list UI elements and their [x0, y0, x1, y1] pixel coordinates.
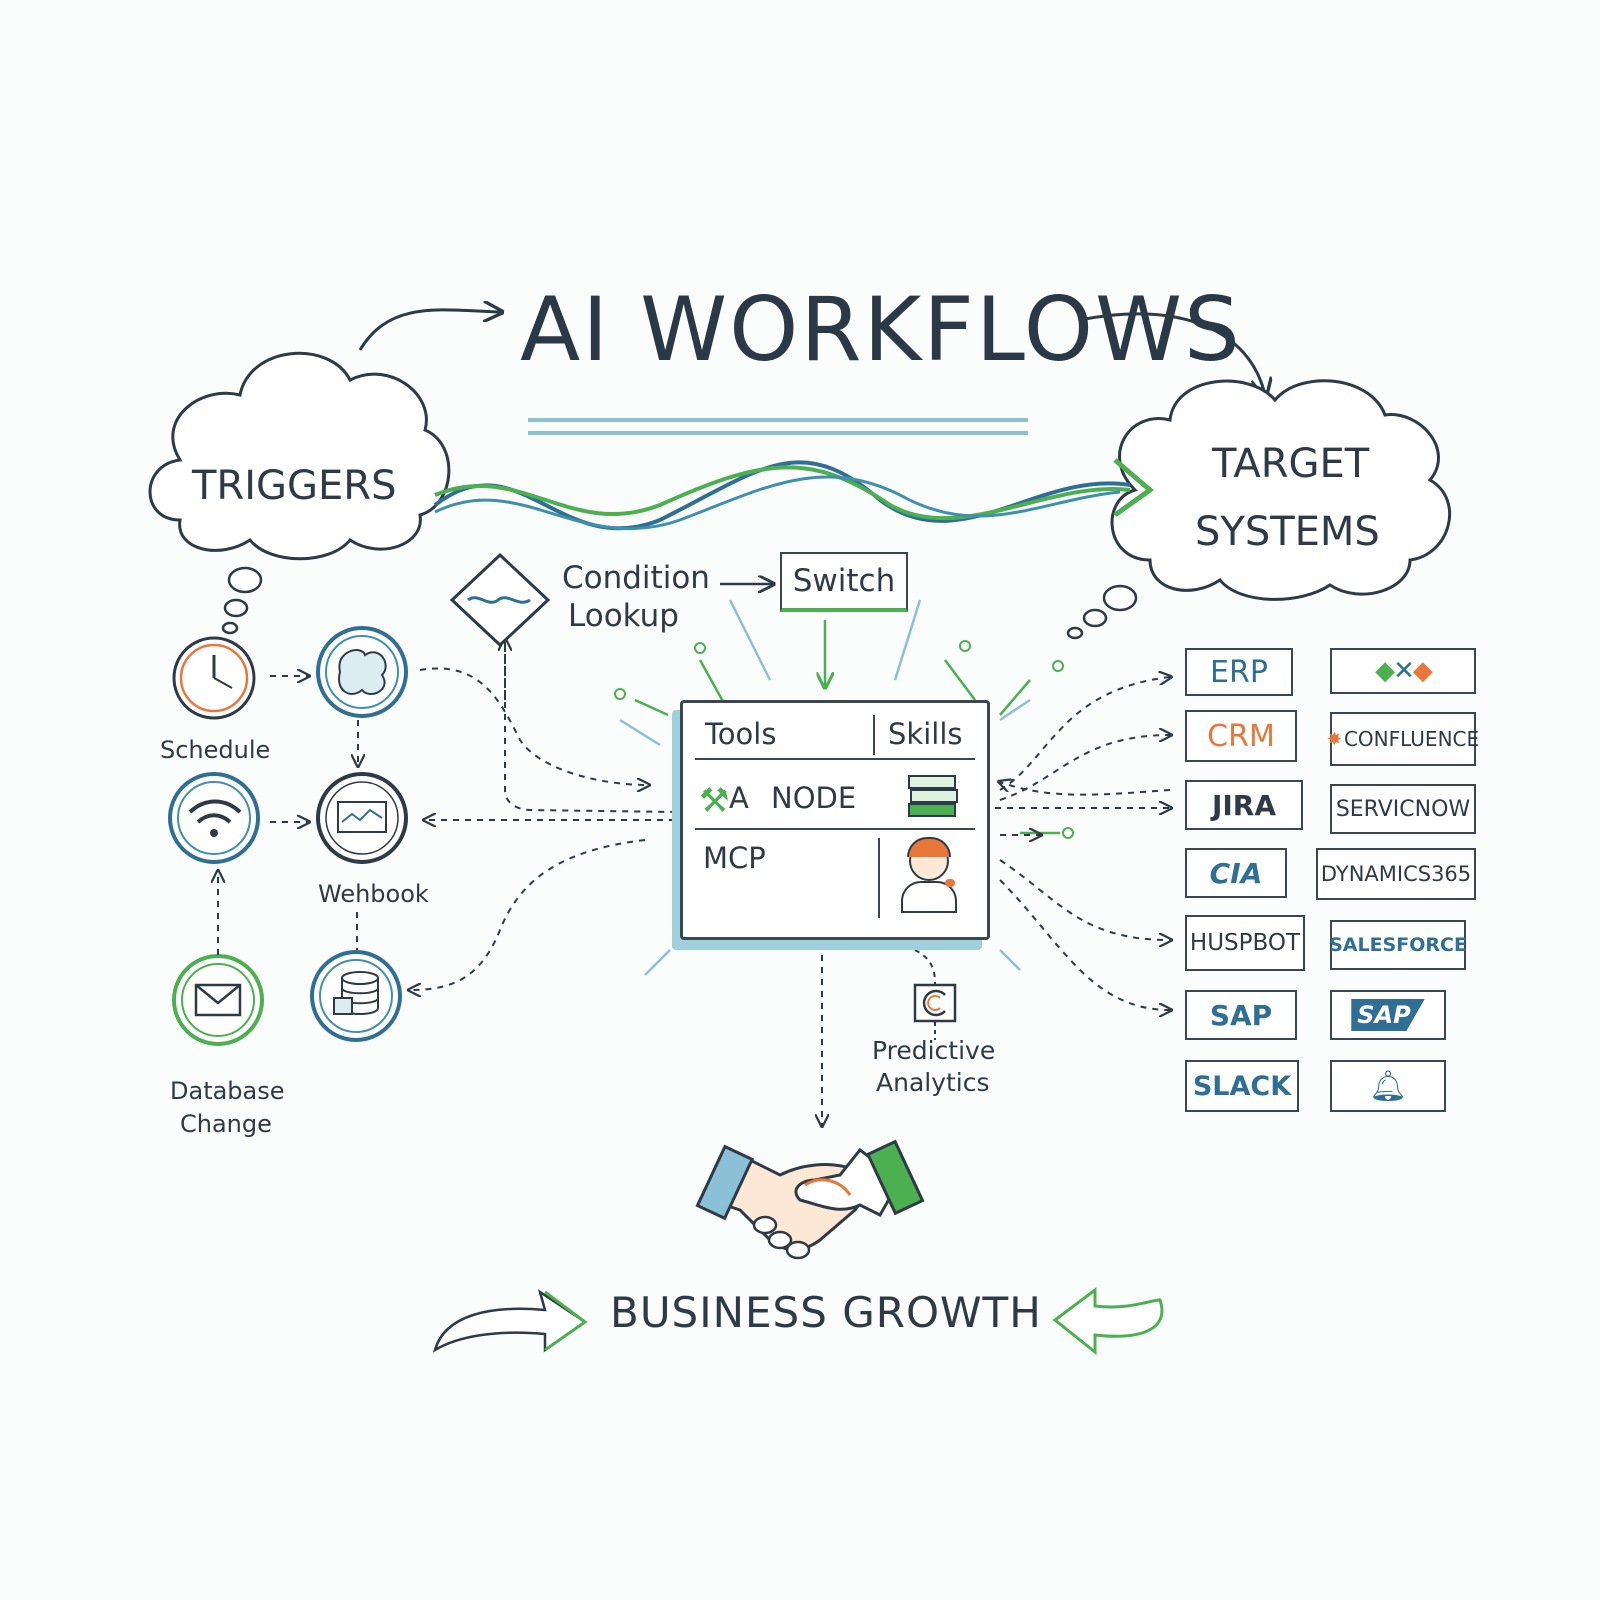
target-dynamics365: DYNAMICS365: [1316, 848, 1476, 900]
target-servicenow-label: SERVICNOW: [1335, 796, 1471, 822]
target-jira: JIRA: [1185, 780, 1303, 830]
title-underline: [528, 418, 1028, 435]
growth-arrow-left-head: [544, 1290, 588, 1352]
target-erp-label: ERP: [1210, 654, 1268, 690]
target-confluence-label: CONFLUENCE: [1343, 727, 1480, 751]
wrench-icon: ⚒: [699, 781, 730, 821]
target-erp: ERP: [1185, 648, 1293, 696]
node-tools-label: Tools: [705, 717, 777, 751]
arrow-triggers-to-title: [358, 310, 500, 351]
node-header-divider: [873, 715, 875, 755]
node-to-targets-connectors: [995, 677, 1170, 1010]
target-slack-label: SLACK: [1192, 1070, 1292, 1102]
waves-arrowhead: [1113, 458, 1155, 518]
target-dynamics365-label: DYNAMICS365: [1320, 862, 1472, 886]
node-body-divider: [878, 838, 880, 918]
condition-label: Condition: [562, 560, 710, 596]
target-bell-box: 🔔︎: [1330, 1060, 1446, 1112]
email-icon: [172, 954, 264, 1046]
business-growth-label: BUSINESS GROWTH: [610, 1288, 1042, 1337]
target-crm: CRM: [1185, 710, 1297, 762]
page-title: AI WORKFLOWS: [520, 278, 1242, 381]
node-burst-lines: [619, 599, 1060, 976]
target-jira-label: JIRA: [1211, 788, 1277, 822]
confluence-flame-icon: ✸: [1326, 728, 1342, 750]
target-systems-line2: SYSTEMS: [1195, 509, 1380, 555]
bell-icon: 🔔︎: [1368, 1068, 1408, 1104]
switch-box: Switch: [780, 552, 908, 612]
target-sap-right-label: SAP: [1351, 999, 1425, 1031]
target-salesforce: SALESFORCE: [1329, 920, 1467, 970]
target-systems-line1: TARGET: [1212, 441, 1370, 487]
triggers-thought-bubbles: [221, 566, 263, 635]
schedule-label: Schedule: [160, 736, 271, 764]
colorful-logo-icon: ◆✕◆: [1375, 656, 1433, 686]
target-servicenow: SERVICNOW: [1330, 784, 1476, 834]
node-to-predictive-connector: [914, 949, 936, 986]
condition-diamond-icon: [449, 552, 551, 648]
target-sap-left: SAP: [1185, 990, 1297, 1040]
support-agent-icon: [895, 835, 965, 915]
target-huspbot: HUSPBOT: [1185, 915, 1305, 971]
database-icon: [310, 950, 402, 1042]
target-crm-label: CRM: [1207, 718, 1275, 754]
schedule-clock-icon: [172, 636, 256, 720]
lookup-label: Lookup: [568, 598, 679, 634]
target-huspbot-label: HUSPBOT: [1189, 930, 1301, 956]
node-skills-label: Skills: [888, 717, 963, 751]
data-flow-waves: [433, 460, 1131, 531]
target-salesforce-label: SALESFORCE: [1329, 934, 1467, 956]
predictive-line2: Analytics: [876, 1068, 990, 1097]
node-header-rule: [695, 758, 975, 760]
ai-brain-icon: [316, 626, 408, 718]
triggers-cloud: [148, 351, 451, 561]
target-sap-left-label: SAP: [1209, 998, 1273, 1032]
target-slack: SLACK: [1185, 1060, 1299, 1112]
growth-arrow-left: [432, 1289, 588, 1353]
target-systems-cloud: [1110, 379, 1452, 601]
target-cia-label: CIA: [1209, 856, 1263, 890]
targets-thought-bubbles: [1066, 584, 1138, 640]
growth-arrow-right: [1052, 1287, 1164, 1356]
target-logo-box: ◆✕◆: [1330, 648, 1476, 694]
node-title: NODE: [771, 781, 857, 815]
target-cia: CIA: [1185, 848, 1287, 898]
node-ai-prefix: A: [729, 781, 749, 815]
triggers-cloud-label: TRIGGERS: [192, 463, 397, 509]
target-confluence: ✸CONFLUENCE: [1326, 712, 1480, 766]
database-change-line1: Database: [170, 1077, 285, 1105]
predictive-analytics-icon: [913, 983, 957, 1023]
skills-books-icon: [908, 775, 958, 819]
target-sap-right: SAP: [1330, 990, 1446, 1040]
ai-node-panel: Tools Skills ⚒ A NODE MCP: [680, 700, 990, 940]
database-change-line2: Change: [180, 1110, 272, 1138]
webhook-chart-icon: [316, 772, 408, 864]
trigger-connectors: [218, 630, 675, 990]
arrow-title-to-targets: [1079, 312, 1265, 395]
node-burst-dots: [614, 640, 1074, 839]
predictive-line1: Predictive: [872, 1036, 996, 1065]
node-body-rule: [695, 828, 975, 830]
switch-label: Switch: [792, 563, 896, 599]
webhook-label: Wehbook: [318, 880, 429, 908]
wifi-webhook-icon: [168, 772, 260, 864]
handshake-icon: [695, 1139, 925, 1260]
node-mcp-label: MCP: [703, 841, 766, 875]
